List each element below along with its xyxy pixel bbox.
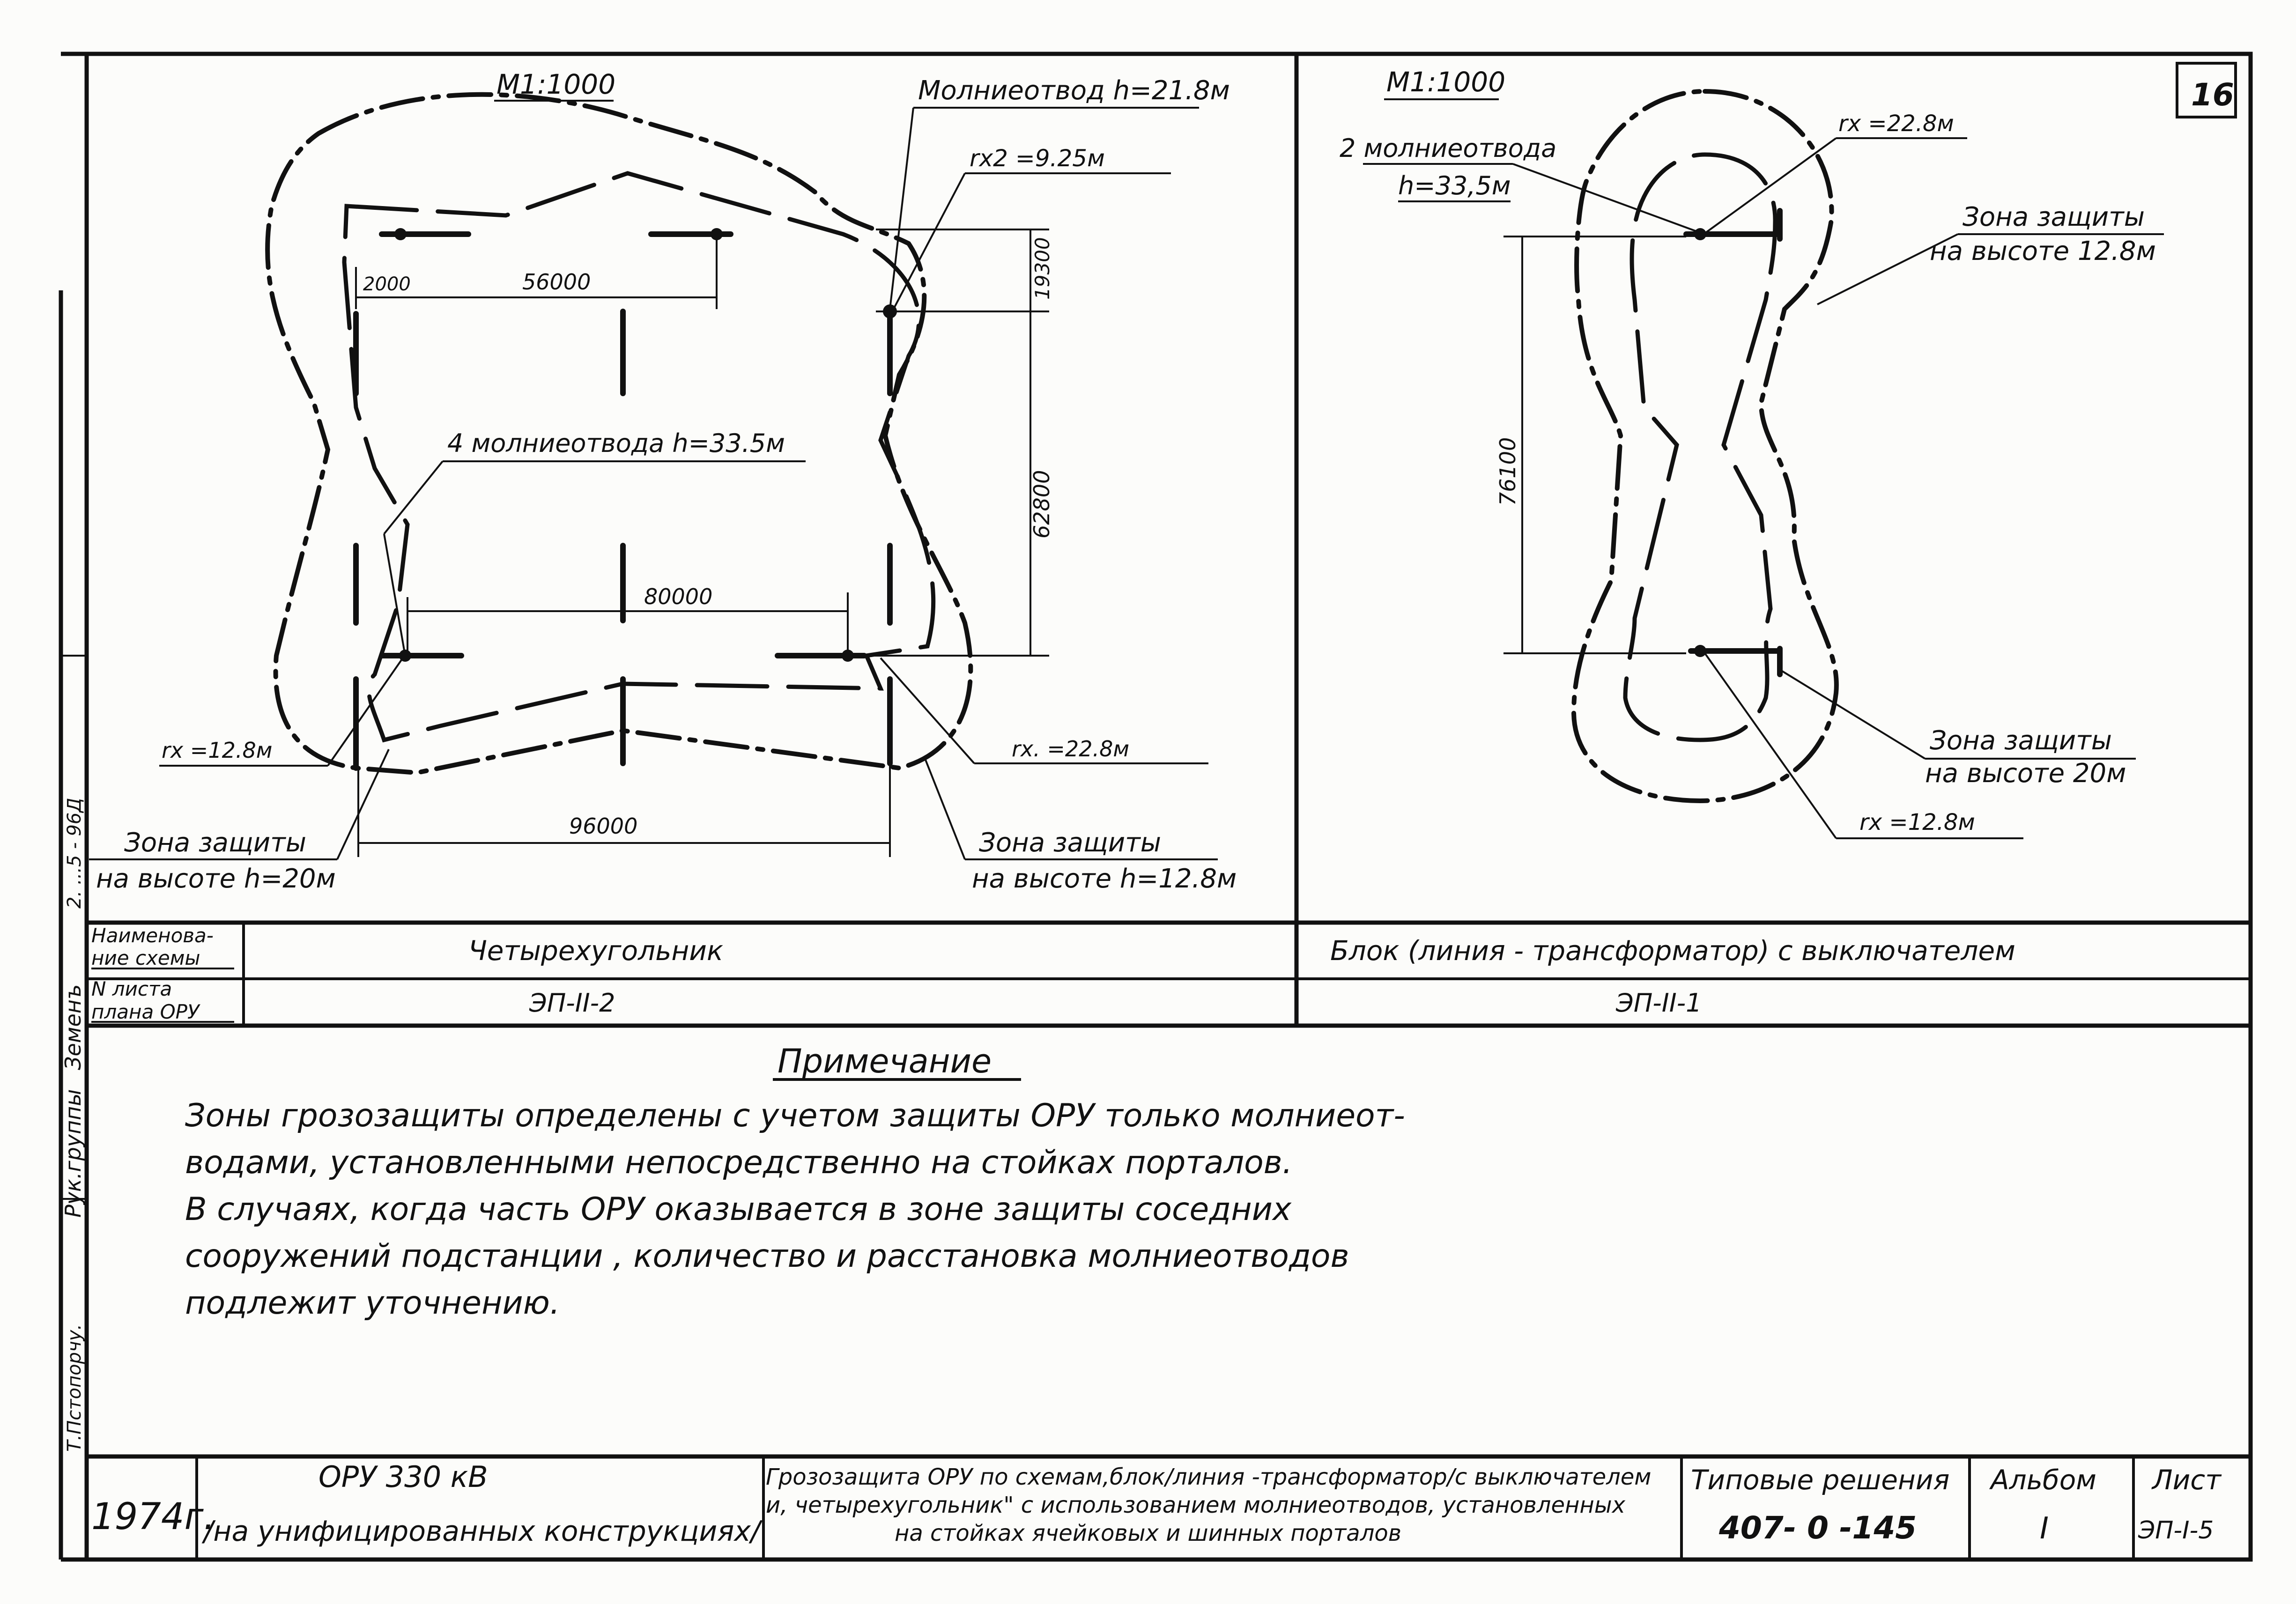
zone-right-title: Зона защиты — [979, 828, 1161, 858]
title-block: 1974г. ОРУ 330 кВ /на унифицированных ко… — [91, 1460, 2222, 1548]
four-rods-label: 4 молниеотвода h=33.5м — [447, 429, 785, 458]
rx-bottom-right: rх =12.8м — [1859, 809, 1975, 835]
note-title: Примечание — [778, 1042, 992, 1080]
dim-80000: 80000 — [644, 584, 712, 609]
left-schema-sheet: ЭП-II-2 — [529, 988, 615, 1018]
right-scale: М1:1000 — [1386, 66, 1505, 98]
rx-top-right: rх =22.8м — [1838, 111, 1954, 137]
side-strip-middle: Рук.группы — [60, 1089, 86, 1218]
note-line-2: водами, установленными непосредственно н… — [185, 1144, 1292, 1181]
zone-left-title: Зона защиты — [124, 828, 306, 858]
lightning-rod-height: Молниеотвод h=21.8м — [918, 75, 1230, 106]
note-line-3: В случаях, когда часть ОРУ оказывается в… — [185, 1191, 1292, 1228]
left-scale: М1:1000 — [496, 68, 615, 100]
zone-right-height: на высоте h=12.8м — [972, 864, 1237, 894]
description-line-3: на стойках ячейковых и шинных порталов — [895, 1520, 1401, 1546]
left-plan: М1:1000 2000 56000 80000 — [89, 68, 1237, 894]
right-plan: М1:1000 76100 2 молниеотвода h=33,5м rх … — [1340, 66, 2164, 839]
zone-top-title: Зона защиты — [1963, 202, 2145, 232]
object-subtitle: /на унифицированных конструкциях/ — [201, 1515, 763, 1548]
two-rods-height: h=33,5м — [1398, 171, 1511, 200]
rx-left-label: rх =12.8м — [162, 738, 272, 763]
two-rods-label: 2 молниеотвода — [1340, 133, 1556, 163]
zone-left-height: на высоте h=20м — [96, 864, 336, 894]
year: 1974г. — [91, 1496, 215, 1538]
rx-right-label: rх. =22.8м — [1012, 736, 1129, 761]
sheet-label: Лист — [2151, 1464, 2222, 1496]
description-line-2: и, четырехугольник" с использованием мол… — [766, 1492, 1626, 1518]
zone-inner-right — [1623, 152, 1778, 742]
zone-bottom-title: Зона защиты — [1930, 725, 2112, 756]
dim-2000: 2000 — [363, 273, 411, 295]
right-schema-sheet: ЭП-II-1 — [1615, 988, 1702, 1018]
row1-label-2: ние схемы — [91, 946, 200, 969]
sheet-value: ЭП-I-5 — [2138, 1516, 2214, 1545]
zone-bottom-height: на высоте 20м — [1925, 758, 2126, 789]
row2-label-1: N листа — [91, 977, 172, 1000]
typical-code: 407- 0 -145 — [1718, 1510, 1917, 1546]
right-schema-name: Блок (линия - трансформатор) с выключате… — [1330, 935, 2015, 967]
dim-76100: 76100 — [1495, 437, 1520, 506]
object-name: ОРУ 330 кВ — [318, 1460, 488, 1494]
dim-56000: 56000 — [522, 269, 591, 295]
left-schema-name: Четырехугольник — [468, 935, 723, 967]
note-block: Примечание Зоны грозозащиты определены с… — [185, 1042, 1405, 1322]
dim-96000: 96000 — [569, 813, 637, 839]
description-line-1: Грозозащита ОРУ по схемам,блок/линия -тр… — [766, 1464, 1652, 1490]
row1-label-1: Наименова- — [91, 924, 214, 947]
typical-label: Типовые решения — [1691, 1464, 1949, 1496]
album-label: Альбом — [1989, 1464, 2096, 1496]
dim-62800: 62800 — [1029, 470, 1054, 539]
sheet-number: 16 — [2191, 77, 2234, 113]
side-strip-bottom: Т.Пстопорчу. — [64, 1324, 85, 1452]
side-strip-sign: 2. ...5 - 96Д — [64, 798, 85, 909]
note-line-1: Зоны грозозащиты определены с учетом защ… — [185, 1097, 1405, 1134]
note-line-5: подлежит уточнению. — [185, 1285, 560, 1322]
side-strip-top: Земенъ — [60, 984, 86, 1070]
album-value: I — [2040, 1511, 2049, 1546]
zone-top-height: на высоте 12.8м — [1930, 236, 2156, 266]
zone-outer-right — [1571, 89, 1839, 804]
zone-inner-left — [342, 171, 936, 743]
dim-19300: 19300 — [1031, 237, 1054, 300]
note-line-4: сооружений подстанции , количество и рас… — [185, 1238, 1349, 1275]
sheet-frame — [59, 52, 2253, 1562]
schema-table: Наименова- ние схемы N листа плана ОРУ Ч… — [91, 924, 2015, 1023]
rx-top-left: rх2 =9.25м — [970, 145, 1105, 172]
row2-label-2: плана ОРУ — [91, 1000, 200, 1023]
zone-outer-left — [265, 92, 973, 776]
